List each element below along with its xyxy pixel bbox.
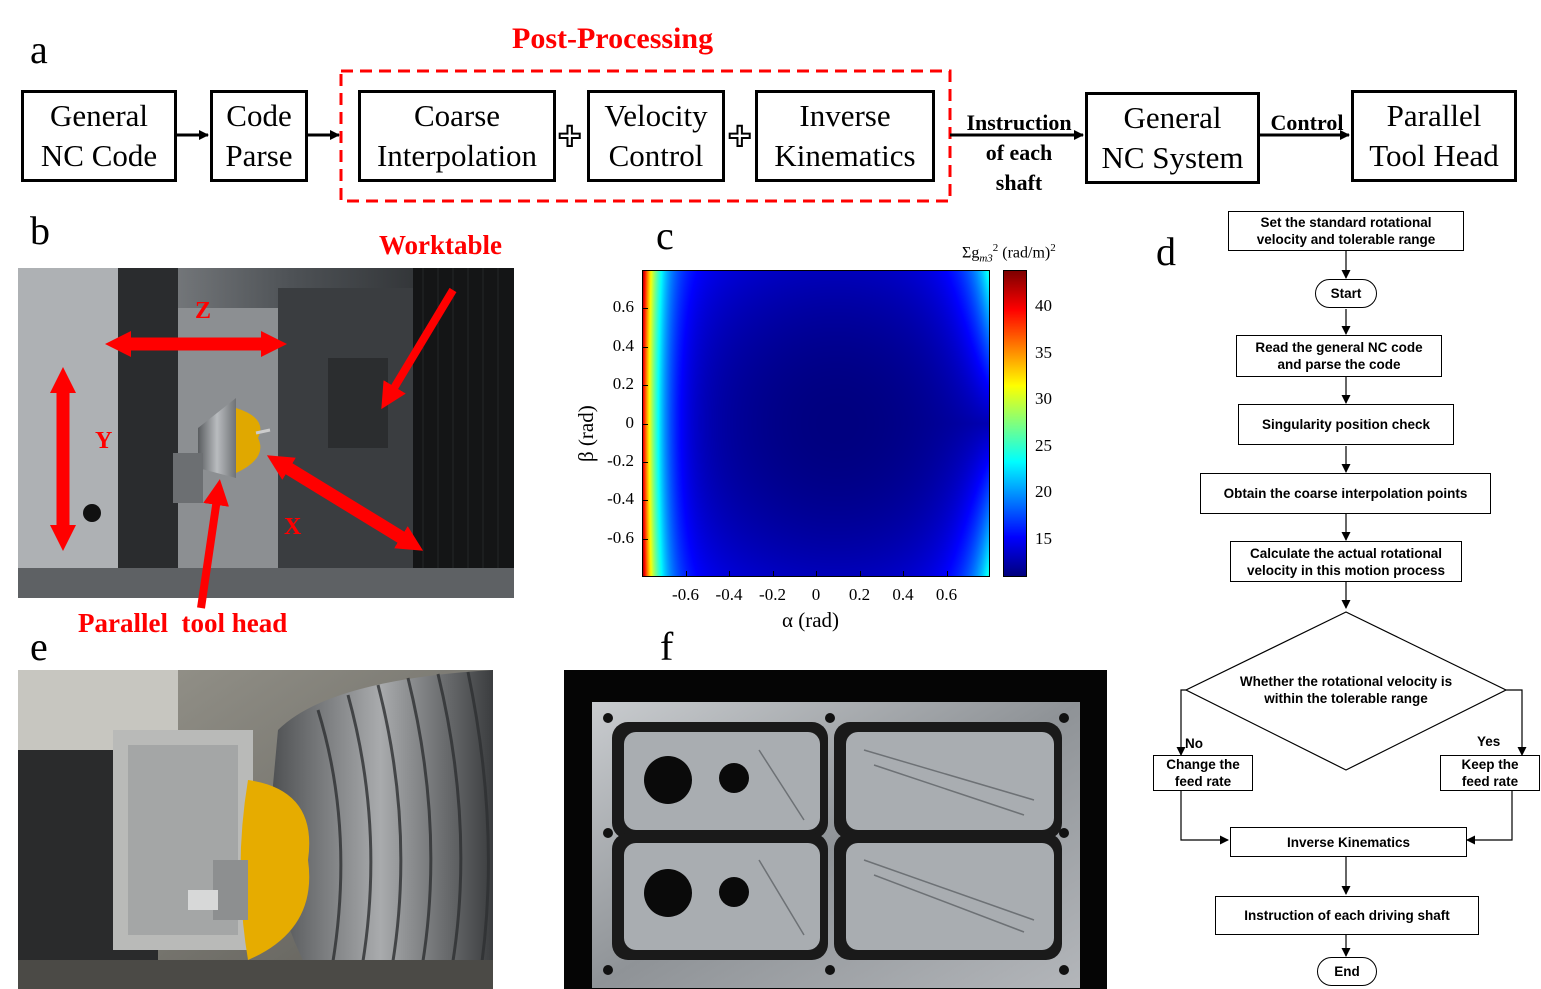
- colorbar-tick-label: 30: [1035, 389, 1052, 409]
- y-tick-mark: [642, 538, 648, 540]
- worktable-pointer: [381, 287, 457, 410]
- y-tick-label: 0.2: [612, 374, 634, 394]
- y-tick-mark: [642, 385, 648, 387]
- y-tick-mark: [642, 346, 648, 348]
- box-inverse-kinematics: Inverse Kinematics: [755, 90, 935, 182]
- machined-part-illustration: [564, 670, 1107, 989]
- panel-label-c: c: [656, 213, 674, 258]
- colorbar-tick-label: 40: [1035, 296, 1052, 316]
- x-tick-mark: [903, 571, 904, 577]
- fc-read-code: Read the general NC code and parse the c…: [1236, 335, 1442, 377]
- fc-singularity-check: Singularity position check: [1238, 404, 1454, 445]
- fc-coarse-points: Obtain the coarse interpolation points: [1200, 473, 1491, 514]
- y-tick-label: -0.4: [607, 489, 634, 509]
- box-general-nc-system: General NC System: [1085, 92, 1260, 184]
- x-tick-label: 0.6: [935, 585, 958, 604]
- panel-label-a: a: [30, 27, 48, 72]
- x-tick-label: 0: [811, 585, 821, 604]
- y-tick-label: -0.2: [607, 450, 634, 470]
- x-tick-mark: [685, 571, 687, 577]
- axis-label-z: Z: [195, 298, 212, 324]
- x-tick-label: -0.4: [715, 585, 743, 604]
- box-coarse-interpolation: Coarse Interpolation: [358, 90, 556, 182]
- fc-yes-label: Yes: [1477, 734, 1501, 749]
- panel-label-e: e: [30, 624, 48, 669]
- plus-1: +: [557, 114, 582, 158]
- decision-diamond: [1184, 611, 1508, 771]
- toolhead-closeup-illustration: [18, 670, 493, 989]
- flow-a-connectors: [177, 69, 1350, 203]
- fc-keep-feed: Keep the feed rate: [1440, 755, 1540, 791]
- fc-inverse-kinematics: Inverse Kinematics: [1230, 827, 1467, 857]
- x-axis-arrow: [266, 455, 424, 551]
- fc-set-standard: Set the standard rotational velocity and…: [1228, 211, 1464, 251]
- fc-calc-velocity: Calculate the actual rotational velocity…: [1230, 541, 1462, 582]
- toolhead-closeup-photo: [18, 670, 493, 989]
- x-tick-label: -0.2: [759, 585, 786, 604]
- x-axis-label: α (rad): [782, 608, 840, 632]
- colorbar-tick-label: 25: [1035, 435, 1052, 455]
- heatmap-chart: -0.6 -0.4 -0.2 0 0.2 0.4 0.6 0.6 0.4 0.2 0 -0.2 -0.…: [560, 230, 1080, 640]
- photo-b-annotations: [50, 287, 457, 609]
- panel-label-b: b: [30, 208, 50, 253]
- box-code-parse: Code Parse: [210, 90, 308, 182]
- toolhead-pointer: [197, 479, 229, 609]
- y-tick-label: 0.4: [612, 335, 634, 355]
- axis-label-x: X: [284, 514, 302, 540]
- x-tick-label: -0.6: [672, 585, 699, 604]
- y-tick-mark: [642, 461, 648, 463]
- colorbar: [1003, 270, 1027, 577]
- instruction-label: Instruction of each shaft: [966, 110, 1072, 195]
- parallel-tool-head-label: Parallel tool head: [78, 608, 288, 638]
- panel-label-d: d: [1156, 229, 1176, 274]
- control-label: Control: [1270, 110, 1344, 135]
- colorbar-tick-label: 15: [1035, 528, 1052, 548]
- y-tick-label: 0.6: [612, 297, 634, 317]
- fc-change-feed: Change the feed rate: [1153, 755, 1253, 791]
- fc-decision-text: Whether the rotational velocity is withi…: [1239, 674, 1453, 706]
- y-tick-label: 0: [625, 412, 635, 432]
- flowchart-connectors: [1176, 251, 1527, 957]
- fc-no-label: No: [1185, 736, 1203, 751]
- y-tick-label: -0.6: [607, 527, 634, 547]
- x-tick-mark: [816, 571, 817, 577]
- y-tick-mark: [642, 500, 648, 502]
- axis-label-y: Y: [95, 428, 113, 454]
- plus-2: +: [727, 114, 752, 158]
- x-tick-mark: [729, 571, 730, 577]
- x-tick-mark: [859, 571, 861, 577]
- x-tick-mark: [946, 571, 948, 577]
- post-processing-title: Post-Processing: [512, 22, 714, 55]
- machined-part-photo: [564, 670, 1107, 989]
- heatmap-plot-area: [642, 270, 990, 577]
- heatmap-frame: [642, 270, 990, 577]
- box-velocity-control: Velocity Control: [587, 90, 725, 182]
- worktable-label: Worktable: [379, 230, 503, 260]
- box-general-nc-code: General NC Code: [21, 90, 177, 182]
- box-parallel-tool-head: Parallel Tool Head: [1351, 90, 1517, 182]
- fc-end: End: [1317, 957, 1377, 986]
- y-tick-mark: [642, 308, 648, 310]
- colorbar-label: Σgm32 (rad/m)2: [962, 242, 1056, 265]
- colorbar-tick-label: 20: [1035, 482, 1052, 502]
- x-tick-label: 0.4: [892, 585, 914, 604]
- fc-start: Start: [1315, 279, 1377, 308]
- y-tick-mark: [642, 423, 648, 425]
- x-tick-label: 0.2: [848, 585, 871, 604]
- y-axis-label: β (rad): [574, 405, 598, 462]
- fc-instruction-shaft: Instruction of each driving shaft: [1215, 896, 1479, 935]
- x-tick-mark: [772, 571, 774, 577]
- colorbar-tick-label: 35: [1035, 342, 1052, 362]
- panel-label-f: f: [660, 624, 674, 669]
